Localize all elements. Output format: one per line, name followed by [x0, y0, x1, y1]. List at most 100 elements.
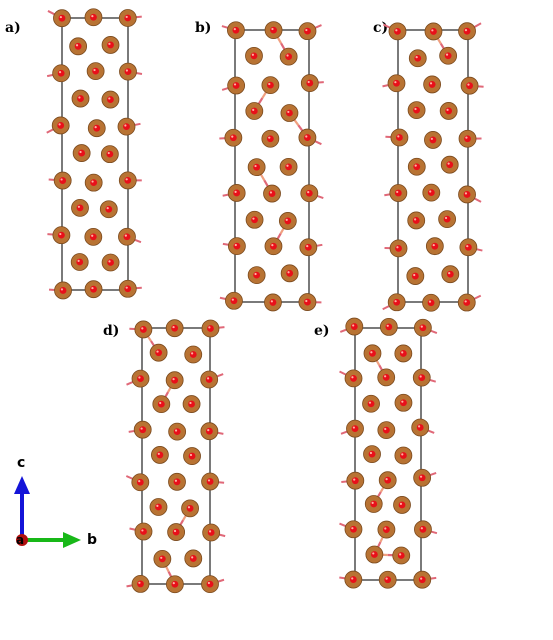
atom-highlight — [287, 110, 290, 114]
panel-b-label: b) — [195, 20, 212, 36]
atom-highlight — [418, 425, 421, 428]
atom-highlight — [208, 530, 212, 533]
atom-highlight — [384, 375, 387, 378]
atom-highlight — [414, 164, 417, 167]
atom-highlight — [396, 246, 399, 249]
oxygen-atom — [384, 576, 392, 584]
atom-highlight — [191, 352, 194, 355]
atom-highlight — [252, 217, 255, 220]
atom-highlight — [189, 453, 193, 457]
atom-highlight — [207, 479, 211, 482]
oxygen-atom — [463, 27, 471, 35]
atom-highlight — [160, 556, 163, 559]
atom-highlight — [445, 53, 449, 56]
atom-highlight — [233, 28, 236, 31]
atom-highlight — [91, 180, 94, 183]
oxygen-atom — [89, 233, 97, 241]
atom-highlight — [254, 272, 257, 276]
atom-highlight — [156, 504, 159, 508]
atom-highlight — [305, 299, 308, 303]
bond-network — [339, 325, 438, 581]
panel-e-label: e) — [314, 323, 330, 339]
atom-highlight — [173, 529, 177, 533]
oxygen-atom — [172, 528, 180, 536]
oxygen-atom — [140, 528, 147, 535]
c-axis-arrowhead — [14, 476, 30, 494]
atom-highlight — [396, 190, 399, 194]
oxygen-atom — [269, 299, 277, 306]
oxygen-atom — [57, 69, 65, 77]
axes-indicator — [14, 476, 81, 548]
oxygen-atom — [188, 400, 195, 408]
atom-highlight — [206, 377, 210, 380]
atom-highlight — [431, 29, 434, 32]
atom-highlight — [399, 553, 402, 556]
atom-highlight — [370, 351, 373, 354]
oxygen-atom — [419, 324, 427, 332]
oxygen-atom — [107, 41, 114, 49]
oxygen-atom — [229, 134, 237, 142]
oxygen-atom — [351, 477, 359, 485]
oxygen-atom — [350, 525, 357, 533]
atom-highlight — [464, 300, 467, 303]
atom-highlight — [234, 190, 237, 193]
atom-highlight — [305, 135, 308, 138]
oxygen-atom — [156, 451, 164, 459]
oxygen-atom — [428, 81, 436, 88]
oxygen-atom — [370, 500, 378, 508]
oxygen-atom — [233, 242, 241, 250]
oxygen-atom — [155, 503, 162, 511]
oxygen-atom — [286, 109, 293, 117]
oxygen-atom — [189, 555, 197, 562]
oxygen-atom — [370, 551, 378, 558]
atom-highlight — [60, 178, 63, 181]
oxygen-atom — [419, 525, 427, 533]
atom-highlight — [414, 218, 417, 221]
atom-highlight — [207, 581, 211, 585]
oxygen-atom — [251, 216, 258, 224]
oxygen-atom — [171, 580, 179, 588]
atom-highlight — [372, 552, 375, 555]
atom-highlight — [307, 191, 310, 194]
oxygen-atom — [186, 504, 194, 512]
atom-highlight — [141, 327, 144, 330]
atom-highlight — [77, 259, 80, 263]
oxygen-atom — [250, 107, 258, 115]
b-axis-arrowhead — [63, 532, 81, 548]
atom-highlight — [413, 273, 416, 277]
panel-d-label: d) — [103, 323, 120, 339]
oxygen-atom — [285, 163, 292, 171]
oxygen-atom — [270, 26, 277, 34]
oxygen-atom — [124, 285, 132, 293]
oxygen-atom — [445, 107, 453, 115]
atom-highlight — [207, 428, 210, 432]
atom-highlight — [187, 506, 191, 509]
atom-highlight — [448, 271, 451, 275]
atom-highlight — [106, 207, 109, 210]
structure-panel-e — [339, 317, 438, 589]
oxygen-atom — [400, 399, 407, 407]
oxygen-atom — [58, 14, 66, 22]
oxygen-atom — [413, 106, 420, 114]
oxygen-atom — [139, 326, 147, 333]
b-axis-label: b — [87, 532, 98, 548]
structure-panel-a — [46, 8, 143, 300]
oxygen-atom — [90, 285, 97, 293]
atom-highlight — [351, 577, 354, 580]
oxygen-atom — [430, 28, 437, 35]
atom-highlight — [172, 325, 175, 329]
atom-highlight — [58, 71, 62, 74]
oxygen-atom — [173, 478, 181, 486]
atom-highlight — [108, 97, 111, 100]
atom-highlight — [189, 401, 192, 405]
oxygen-atom — [268, 190, 276, 197]
atom-highlight — [234, 243, 237, 247]
oxygen-atom — [384, 476, 392, 484]
oxygen-atom — [123, 233, 131, 241]
atom-highlight — [156, 350, 159, 353]
atom-highlight — [58, 123, 61, 126]
atom-highlight — [285, 218, 288, 221]
oxygen-atom — [427, 299, 435, 307]
oxygen-atom — [205, 427, 213, 435]
oxygen-atom — [139, 426, 147, 434]
